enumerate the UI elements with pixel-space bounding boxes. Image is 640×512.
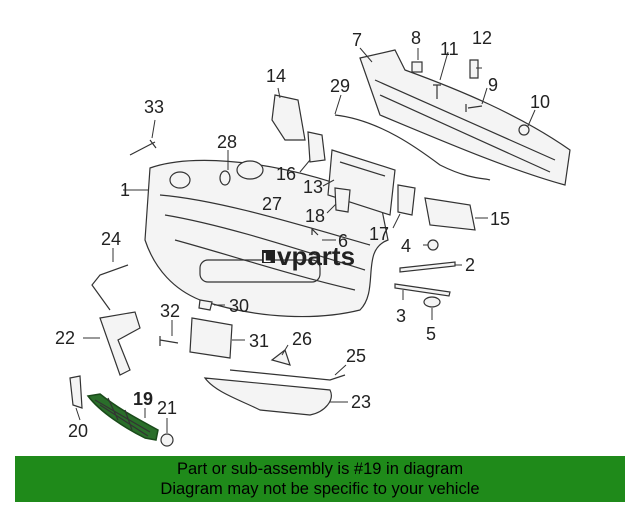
part-16 [307,131,326,163]
callout-27: 27 [262,194,282,214]
watermark-prefix: L [263,250,271,265]
part-32 [159,336,179,346]
callout-6: 6 [338,231,348,251]
banner-line-2: Diagram may not be specific to your vehi… [160,480,480,498]
callout-12: 12 [472,28,492,48]
callout-7: 7 [352,30,362,50]
part-18 [334,187,351,213]
part-21 [160,433,174,447]
callout-28: 28 [217,132,237,152]
part-33-bolt [129,139,157,156]
callout-10: 10 [530,92,550,112]
callout-9: 9 [488,75,498,95]
part-22 [99,311,141,376]
info-banner: Part or sub-assembly is #19 in diagram D… [15,456,625,502]
part-12 [469,59,479,79]
part-9 [465,104,483,112]
callout-labels: 1 2 3 4 5 6 7 8 9 10 11 12 13 14 15 16 1… [55,28,550,441]
banner-line-1: Part or sub-assembly is #19 in diagram [176,460,464,478]
part-2 [399,261,456,273]
part-3 [394,283,451,297]
part-17 [397,184,416,216]
lvparts-watermark: L vparts [262,241,355,271]
callout-17: 17 [369,224,389,244]
part-wiring-harness [334,114,491,181]
callout-19: 19 [133,389,153,409]
callout-11: 11 [440,39,459,59]
watermark-text: vparts [277,241,355,271]
callout-33: 33 [144,97,164,117]
callout-18: 18 [305,206,325,226]
callout-31: 31 [249,331,269,351]
part-24 [91,264,129,311]
callout-13: 13 [303,177,323,197]
callout-3: 3 [396,306,406,326]
callout-8: 8 [411,28,421,48]
callout-29: 29 [330,76,350,96]
bumper-parts-diagram: L vparts 1 2 3 4 5 6 7 8 9 10 11 12 13 1… [55,28,571,447]
part-lower-molding [203,377,332,416]
callout-2: 2 [465,255,475,275]
part-8 [411,61,423,73]
callout-32: 32 [160,301,180,321]
callout-15: 15 [490,209,510,229]
part-reinforcement-bar [359,49,571,186]
part-27 [236,160,264,180]
part-25 [229,369,346,381]
callout-4: 4 [401,236,411,256]
callout-16: 16 [276,164,296,184]
part-license-plate-bracket [189,317,233,359]
part-19-hatching [94,397,151,437]
part-11 [433,84,441,99]
callout-24: 24 [101,229,121,249]
callout-30: 30 [229,296,249,316]
callout-22: 22 [55,328,75,348]
part-4 [427,239,439,251]
part-28 [219,170,231,186]
part-5 [423,296,441,308]
callout-25: 25 [346,346,366,366]
callout-23: 23 [351,392,371,412]
part-30 [198,299,213,311]
part-20 [69,375,83,409]
callout-26: 26 [292,329,312,349]
part-side-bracket [271,94,306,141]
callout-1: 1 [120,180,130,200]
part-15 [424,197,476,231]
part-bumper-cover [144,159,389,318]
callout-21: 21 [157,398,177,418]
callout-5: 5 [426,324,436,344]
callout-14: 14 [266,66,286,86]
part-10 [518,124,530,136]
part-26 [270,349,291,366]
callout-20: 20 [68,421,88,441]
leader-lines [75,47,536,433]
part-6 [311,227,319,236]
